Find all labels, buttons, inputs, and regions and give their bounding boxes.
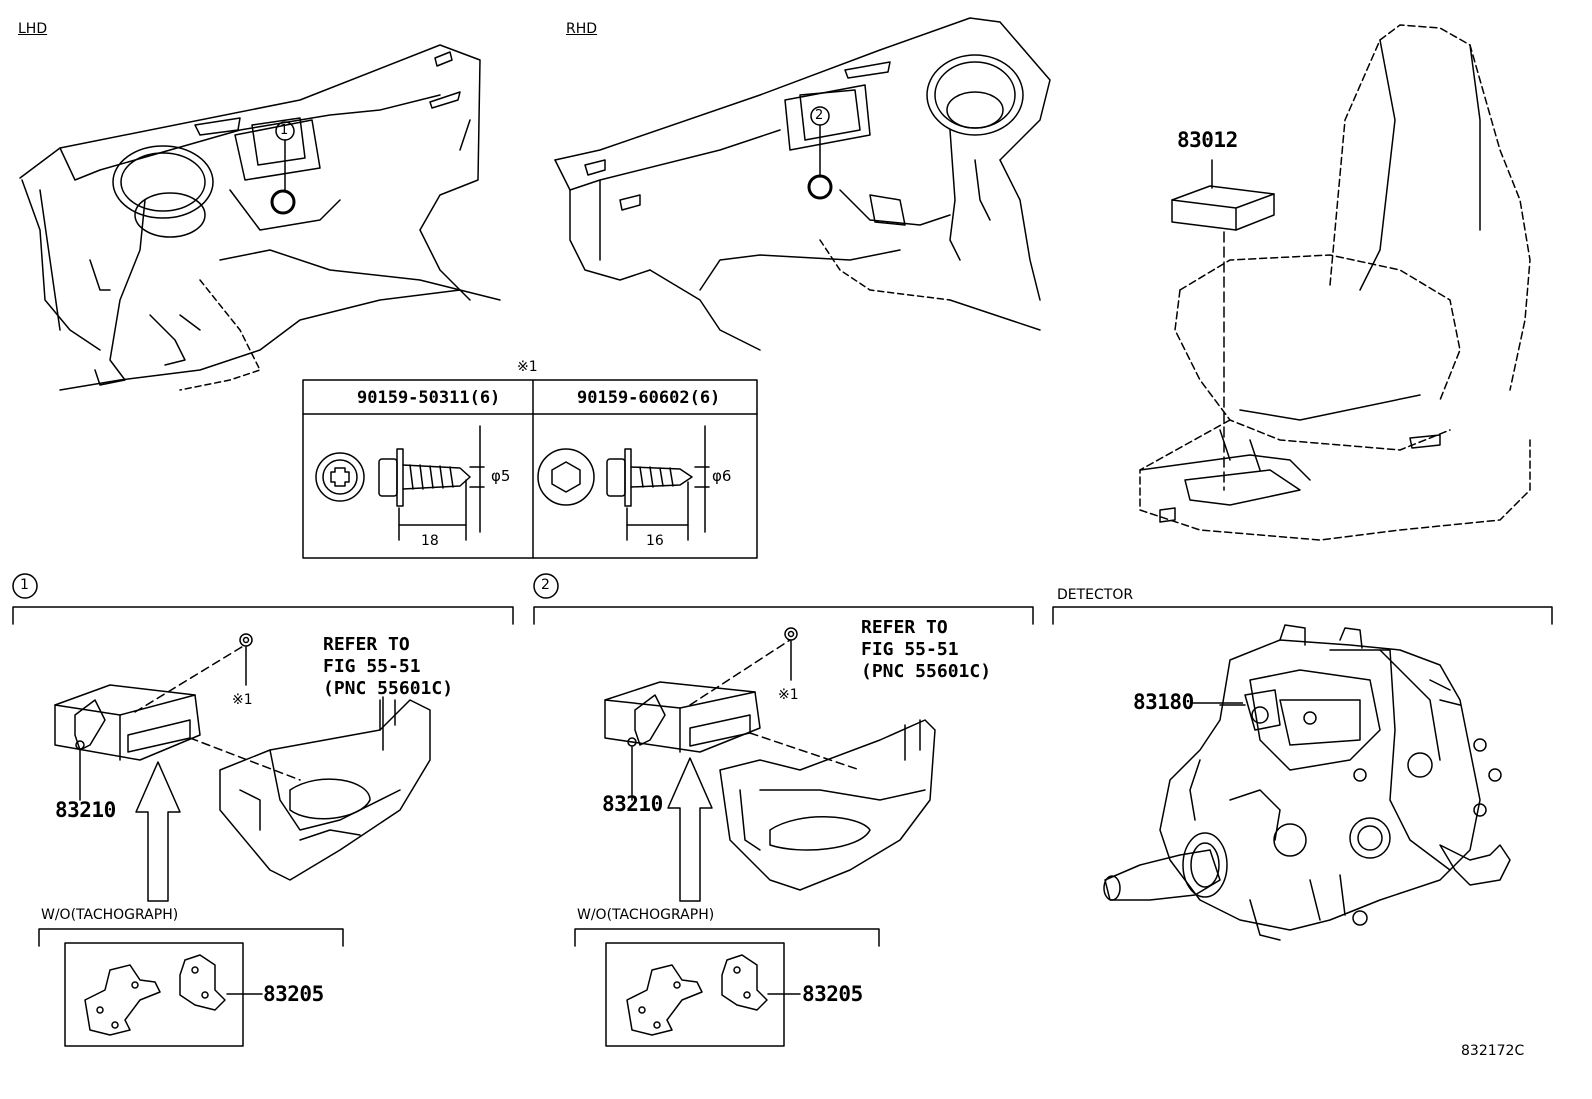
- section-2-marker: 2: [541, 577, 550, 593]
- section-1-refer-line-1: REFER TO: [323, 634, 410, 655]
- section-2-bracket-part: 83205: [802, 982, 863, 1006]
- fastener-col2-header: 90159-60602(6): [577, 388, 721, 408]
- section-1-refer-line-3: (PNC 55601C): [323, 678, 454, 699]
- section-1-bracket-part: 83205: [263, 982, 324, 1006]
- rhd-dashboard-illustration: [554, 17, 1051, 351]
- lhd-label: LHD: [18, 21, 48, 37]
- section-2-refer-line-3: (PNC 55601C): [861, 661, 992, 682]
- fastener-table: [302, 379, 758, 559]
- section-1-note: ※1: [232, 692, 253, 708]
- section-1-part-number: 83210: [55, 798, 116, 822]
- section-1-illustration: [12, 573, 514, 1047]
- section-2-refer-line-1: REFER TO: [861, 617, 948, 638]
- rhd-label: RHD: [566, 21, 598, 37]
- section-2-part-number: 83210: [602, 792, 663, 816]
- callout-marker-2: 2: [815, 108, 824, 123]
- callout-marker-1: 1: [280, 123, 289, 138]
- section-2-illustration: [533, 573, 1034, 1047]
- table-note-mark: ※1: [517, 359, 538, 375]
- section-2-wo-label: W/O(TACHOGRAPH): [577, 907, 715, 923]
- fastener-col2-length: 16: [646, 533, 664, 549]
- detector-label: DETECTOR: [1057, 587, 1134, 603]
- fastener-col1-diameter: φ5: [491, 467, 511, 485]
- section-1-wo-label: W/O(TACHOGRAPH): [41, 907, 179, 923]
- section-2-note: ※1: [778, 687, 799, 703]
- section-1-marker: 1: [20, 577, 29, 593]
- callout-circles: [275, 106, 830, 193]
- fastener-col1-length: 18: [421, 533, 439, 549]
- section-1-refer-line-2: FIG 55-51: [323, 656, 421, 677]
- fastener-col1-header: 90159-50311(6): [357, 388, 501, 408]
- figure-id: 832172C: [1461, 1043, 1525, 1059]
- lhd-dashboard-illustration: [19, 44, 501, 391]
- section-2-refer-line-2: FIG 55-51: [861, 639, 959, 660]
- seat-illustration: [1139, 24, 1531, 541]
- detector-illustration: [1052, 606, 1553, 941]
- seat-module-part-number: 83012: [1177, 128, 1238, 152]
- detector-part-number: 83180: [1133, 690, 1194, 714]
- fastener-col2-diameter: φ6: [712, 467, 732, 485]
